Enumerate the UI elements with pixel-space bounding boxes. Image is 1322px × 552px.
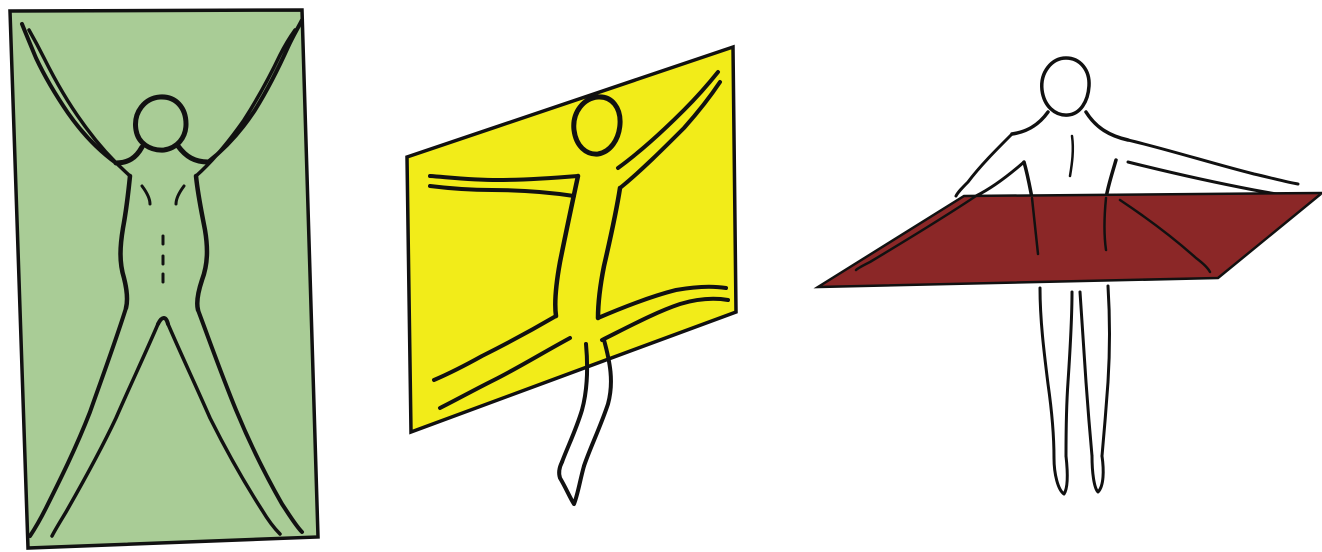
- torso-right: [1106, 160, 1116, 198]
- panel-1: [10, 10, 318, 548]
- left-shoulder: [1012, 112, 1048, 134]
- back-line: [1070, 136, 1073, 176]
- left-leg-outer: [1040, 288, 1054, 458]
- foot: [559, 462, 584, 504]
- left-arm-bottom: [976, 162, 1024, 196]
- head: [1042, 58, 1089, 115]
- panel-3: [818, 58, 1322, 494]
- right-shoulder: [1086, 112, 1128, 140]
- figure-standing-lower: [1040, 286, 1110, 494]
- right-leg-outer: [1102, 286, 1110, 456]
- left-leg-inner: [1066, 292, 1072, 456]
- right-arm-top: [1128, 140, 1298, 184]
- right-foot: [1092, 456, 1103, 492]
- figure-standing-upper: [956, 58, 1298, 198]
- left-foot: [1054, 456, 1067, 494]
- left-arm-top: [956, 134, 1012, 196]
- right-arm-bottom: [1128, 162, 1292, 196]
- panel-2: [407, 47, 736, 504]
- right-leg-inner: [1080, 292, 1092, 456]
- red-plane: [818, 193, 1322, 287]
- torso-left: [1024, 162, 1032, 198]
